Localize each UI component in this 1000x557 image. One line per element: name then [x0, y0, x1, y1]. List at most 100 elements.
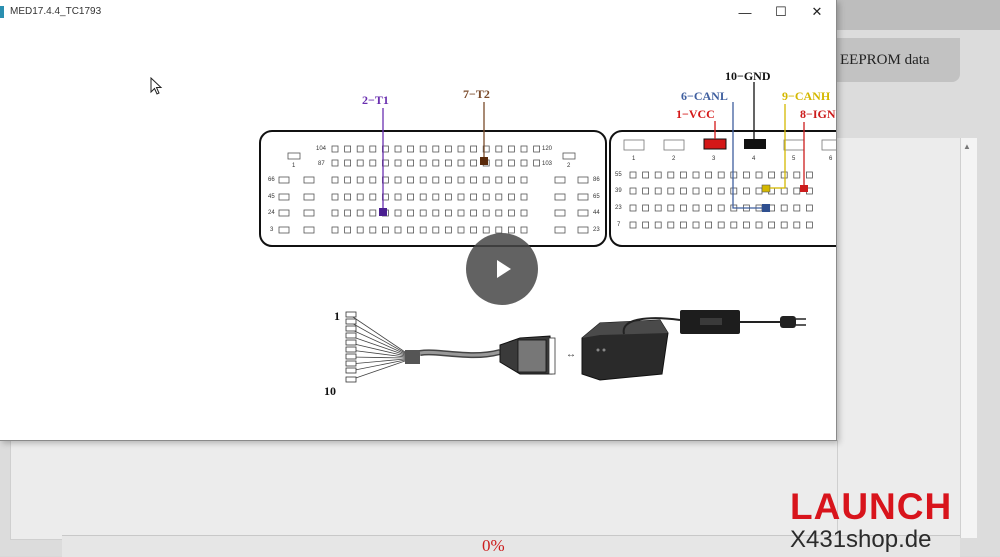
background-output-area: [10, 440, 838, 540]
maximize-button[interactable]: ☐: [775, 4, 787, 19]
connector-pin: [755, 187, 763, 195]
connector-pin: [495, 176, 503, 184]
connector-pin: [554, 226, 566, 234]
connector-pin: [470, 145, 478, 153]
minimize-button[interactable]: —: [738, 4, 752, 20]
connector-pin: [743, 187, 750, 195]
connector-pin: [780, 171, 788, 179]
connector-pin: [692, 204, 700, 212]
close-button[interactable]: ✕: [811, 4, 823, 19]
connector-pin: [419, 159, 427, 167]
pin-number: 66: [268, 177, 275, 183]
connector-pin: [520, 176, 528, 184]
connector-pin: [482, 145, 490, 153]
connector-pin: [432, 159, 440, 167]
connector-pin: [642, 204, 649, 212]
title-bar[interactable]: MED17.4.4_TC1793 — ☐ ✕: [0, 0, 836, 24]
connector-pin: [577, 209, 589, 217]
pin-number: 23: [593, 227, 600, 233]
connector-pin: [356, 226, 364, 234]
connector-pin: [394, 159, 402, 167]
connector-pin: [278, 226, 290, 234]
connector-pin: [457, 159, 465, 167]
connector-pin: [444, 176, 452, 184]
log-scrollbar[interactable]: [960, 138, 977, 538]
pin-number: 86: [593, 177, 600, 183]
connector-pin: [356, 159, 364, 167]
pin-number: 4: [752, 156, 756, 162]
connector-pin: [520, 193, 528, 201]
connector-pin: [780, 204, 788, 212]
connector-pin: [793, 187, 801, 195]
connector-pin: [470, 226, 478, 234]
connector-pin: [457, 145, 465, 153]
pin-number: 44: [593, 210, 600, 216]
connector-pin: [692, 171, 700, 179]
pin-number: 55: [615, 172, 622, 178]
background-toolbar: [836, 0, 1000, 30]
connector-pin: [432, 226, 440, 234]
pin-number: 6: [829, 156, 833, 162]
cable-harness: [349, 314, 406, 381]
connector-pin: [369, 159, 377, 167]
connector-pin: [806, 221, 813, 229]
connector-pin: [394, 226, 402, 234]
connector-pin: [394, 209, 402, 217]
connector-pin: [629, 204, 637, 212]
connector-pin: [457, 226, 465, 234]
eeprom-data-button[interactable]: EEPROM data: [834, 38, 960, 82]
progress-percent: 0%: [482, 536, 505, 555]
key-pin: [562, 152, 576, 160]
pin-number: 2: [672, 156, 676, 162]
connector-pin: [344, 159, 352, 167]
scroll-up-icon[interactable]: ▲: [963, 142, 971, 151]
pin-number: 1: [632, 156, 636, 162]
connector-pin: [577, 226, 589, 234]
connector-pin: [495, 145, 503, 153]
connector-pin: [717, 187, 725, 195]
connector-pin: [793, 204, 801, 212]
pin-number: 103: [542, 161, 553, 167]
connect-arrows-icon: ↔: [566, 349, 576, 360]
left-connector-pins: [278, 145, 589, 234]
connector-pin: [331, 226, 339, 234]
window-title: MED17.4.4_TC1793: [10, 6, 102, 17]
play-icon: [497, 260, 511, 278]
connector-pin: [369, 226, 377, 234]
connector-pin: [642, 221, 649, 229]
connector-pin: [692, 187, 700, 195]
connector-pin: [780, 187, 788, 195]
pin-number: 65: [593, 194, 600, 200]
play-button[interactable]: [466, 233, 538, 305]
connector-pin: [369, 209, 377, 217]
connector-pin: [278, 193, 290, 201]
connector-pin: [344, 226, 352, 234]
connector-pin: [743, 171, 750, 179]
connector-pin: [730, 171, 738, 179]
connector-pin: [705, 221, 712, 229]
connector-pin: [507, 145, 515, 153]
connector-pin: [444, 209, 452, 217]
connector-pin: [457, 176, 465, 184]
connector-pin: [705, 187, 712, 195]
connector-pin: [654, 204, 662, 212]
connector-pin: [419, 176, 427, 184]
pin-number: 120: [542, 146, 553, 152]
connector-pin: [629, 171, 637, 179]
connector-pin: [629, 187, 637, 195]
connector-pin: [470, 176, 478, 184]
connector-pin: [344, 193, 352, 201]
pin-number: 23: [615, 205, 622, 211]
connector-pin: [303, 226, 315, 234]
connector-pin: [444, 159, 452, 167]
cable-label-top: 1: [334, 309, 340, 323]
connector-pin: [533, 159, 540, 167]
pin-number: 39: [615, 188, 622, 194]
connector-pin: [667, 204, 675, 212]
connector-pin: [419, 226, 427, 234]
connector-pin: [520, 226, 528, 234]
connector-pin: [533, 145, 540, 153]
connector-pin: [554, 209, 566, 217]
cable-sleeve: [405, 350, 420, 364]
cable-clips: [345, 311, 357, 383]
